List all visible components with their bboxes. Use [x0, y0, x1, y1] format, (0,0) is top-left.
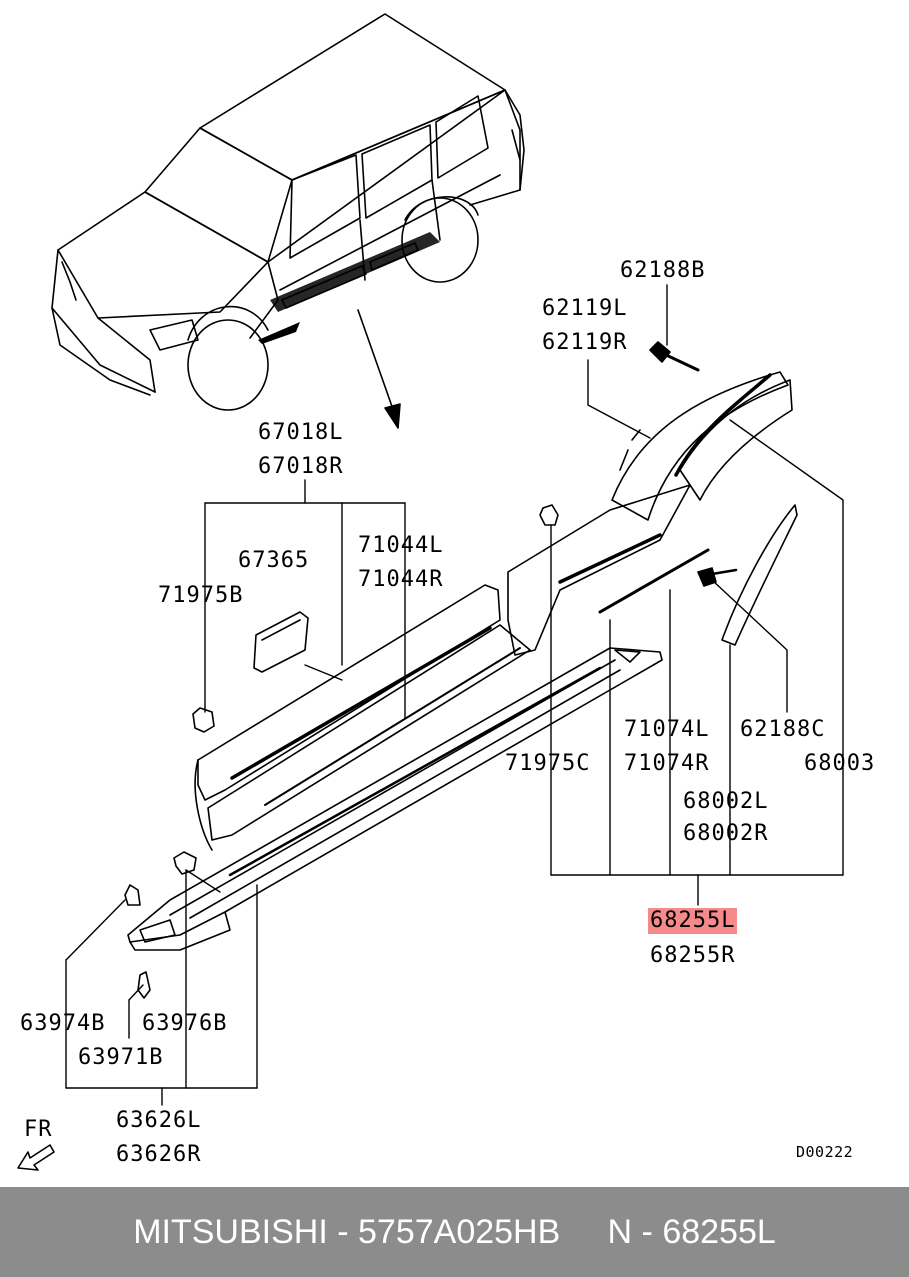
label-71074r: 71074R: [624, 751, 710, 776]
fastener-icons: [124, 341, 738, 999]
direction-arrow: [357, 309, 401, 429]
label-fr: FR: [24, 1117, 53, 1142]
footer-n-value: 68255L: [662, 1212, 776, 1251]
label-71975c: 71975C: [505, 751, 591, 776]
label-67018r: 67018R: [258, 454, 344, 479]
fender-flare: [611, 371, 793, 521]
label-67365: 67365: [238, 548, 310, 573]
label-63974b: 63974B: [20, 1011, 106, 1036]
front-direction-icon: [17, 1144, 55, 1171]
footer-gap: [560, 1213, 607, 1252]
label-63626l: 63626L: [116, 1108, 202, 1133]
label-71074l: 71074L: [624, 717, 710, 742]
side-step: [127, 647, 663, 951]
footer-separator: -: [327, 1212, 359, 1251]
label-62188b: 62188B: [620, 258, 706, 283]
plate-67365: [253, 611, 309, 673]
label-71044l: 71044L: [358, 533, 444, 558]
vehicle-illustration: [51, 13, 525, 411]
label-68003: 68003: [804, 751, 876, 776]
label-63626r: 63626R: [116, 1142, 202, 1167]
label-62119r: 62119R: [542, 330, 628, 355]
footer-separator-2: -: [632, 1212, 663, 1251]
rear-garnish-68002: [721, 504, 798, 646]
label-63971b: 63971B: [78, 1045, 164, 1070]
diagram-code: D00222: [796, 1143, 854, 1161]
footer-n-label: N: [607, 1212, 633, 1251]
label-68255l-highlighted: 68255L: [648, 908, 738, 934]
footer-brand: MITSUBISHI: [133, 1212, 328, 1251]
diagram-drawing: [17, 13, 844, 1171]
door-garnish: [194, 484, 710, 851]
label-67018l: 67018L: [258, 420, 344, 445]
footer-part-number: 5757A025HB: [358, 1212, 561, 1251]
label-62119l: 62119L: [542, 296, 628, 321]
label-71975b: 71975B: [158, 583, 244, 608]
label-62188c: 62188C: [740, 717, 826, 742]
label-68255r: 68255R: [650, 943, 736, 968]
label-68002l: 68002L: [683, 789, 769, 814]
label-68002r: 68002R: [683, 821, 769, 846]
leader-lines: [65, 284, 844, 1106]
label-63976b: 63976B: [142, 1011, 228, 1036]
parts-diagram: 62188B 62119L 62119R 67018L 67018R 67365…: [17, 13, 876, 1171]
label-71044r: 71044R: [358, 567, 444, 592]
footer-bar: MITSUBISHI - 5757A025HB N - 68255L: [0, 1187, 909, 1277]
